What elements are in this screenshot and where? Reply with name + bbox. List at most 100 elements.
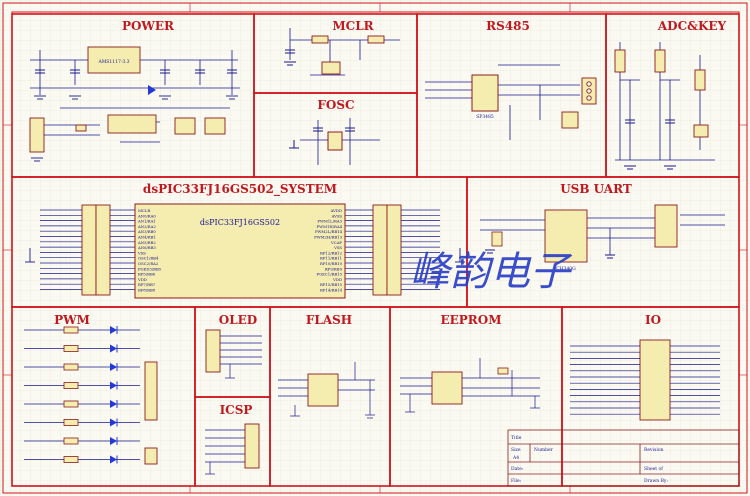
mcu-chip [134,203,346,299]
pwm-resistor [63,437,79,445]
pwm-resistor [63,456,79,463]
led-icon [110,326,117,334]
oled-connector [205,329,221,373]
io-title: IO [645,313,661,327]
mcu-pin-label: RP8/RB8 [138,288,156,293]
drawn-label: Drawn By: [644,478,668,484]
pwm-resistor [63,345,79,352]
sheet-label: Sheet of [644,466,663,472]
mcu-pin-label: AN3/RB0 [137,229,156,234]
mcu-pin-label: PWM1H/RA4 [317,224,343,229]
power-gnd-symbols [31,95,238,162]
mcu-pin-label: AN5/RB2 [137,240,156,245]
pwm-resistor [63,326,79,334]
size-value: A4 [512,455,519,461]
mcu-chip-label: dsPIC33FJ16GS502 [200,218,280,227]
system-right-connector [372,204,402,296]
rs485-terminal [561,77,597,129]
mcu-pin-label: RP15/RB15 [320,282,343,287]
mcu-pin-label: RP7/RB7 [138,282,156,287]
power-switch [107,114,157,134]
led-icon [110,363,117,371]
pwm-resistor [63,419,79,426]
mcu-pin-label: AVSS [331,213,343,218]
power-led-icon [148,85,156,95]
usb-uart-title: USB UART [560,182,632,196]
system-left-connector [81,204,111,296]
oled-title: OLED [219,313,257,327]
mcu-pin-label: VDD [332,277,342,282]
system-wires [40,209,440,290]
mcu-pin-label: RP9/RB9 [325,266,343,271]
rs485-circuit [425,64,580,140]
power-title: POWER [122,19,175,33]
led-icon [110,455,117,464]
date-label: Date: [511,466,524,472]
mcu-pin-label: RP11/RB11 [320,256,342,261]
watermark-text: 峰韵电子 [410,249,573,295]
power-capacitors [35,69,237,74]
mcu-pin-label: VSS [333,245,342,250]
regulator-label: AMS1117-3.3 [97,59,129,65]
mcu-pin-label: MCLR [138,208,150,213]
mcu-pin-label: AN0/RA0 [137,213,156,218]
mclr-title: MCLR [332,19,374,33]
title-label: Title [511,435,522,441]
led-icon [110,344,117,353]
rs485-chip [471,74,499,112]
regulator-chip [87,46,141,74]
mcu-pin-label: VSS [137,250,146,255]
mcu-pin-label: OSC2/RA2 [138,261,159,266]
pwm-title: PWM [54,313,90,327]
mcu-pin-label: VCAP [330,240,342,245]
title-block [507,429,740,487]
adc-key-parts [614,49,709,138]
usb-chip [544,209,588,263]
icsp-connector [244,423,260,469]
flash-chip [307,373,339,407]
mcu-pin-label: PGED3/RB5 [138,266,162,271]
number-label: Number [534,447,554,453]
rs485-chip-label: SP3485 [476,114,494,120]
power-connector [29,117,45,153]
pwm-resistor [63,382,79,389]
io-connector [639,339,671,421]
system-title: dsPIC33FJ16GS502_SYSTEM [143,182,337,197]
mcu-pin-label: PWM2H/RB13 [314,235,342,240]
led-icon [110,400,117,408]
file-label: File: [511,478,522,484]
mcu-pin-label: AN2/RA2 [137,224,156,229]
mcu-pin-label: RP14/RB14 [320,288,343,293]
usb-connector [654,204,678,248]
power-parts [29,46,226,153]
mcu-pin-label: PWM2L/RB14 [315,229,343,234]
pwm-resistor [63,400,79,408]
zone-ticks [3,3,747,493]
mcu-pin-label: AN1/RA1 [137,219,156,224]
pwm-header-2 [144,447,158,465]
led-icon [110,437,117,445]
size-label: Size [511,447,521,453]
adc-key-title: ADC&KEY [657,19,727,33]
icsp-title: ICSP [220,403,253,417]
mcu-pin-label: OSC1/RB4 [138,256,159,261]
rs485-title: RS485 [486,19,530,33]
reset-button [321,61,341,75]
fosc-title: FOSC [317,98,354,112]
crystal-icon [327,131,343,151]
flash-title: FLASH [306,313,352,327]
mcu-pin-label: AN4/RB1 [137,235,156,240]
mcu-pin-label: RP5/RB6 [138,272,156,277]
revision-label: Revision [644,447,663,453]
mcu-left-pin-labels: MCLRAN0/RA0AN1/RA1AN2/RA2AN3/RB0AN4/RB1A… [137,208,162,293]
mcu-pin-label: AVDD [330,208,342,213]
mcu-pin-label: RP12/RB12 [320,250,343,255]
led-icon [110,418,117,427]
eeprom-title: EEPROM [440,313,501,327]
usb-uart-circuit [480,214,725,255]
mcu-pin-label: PGEC1/RB15 [317,272,343,277]
mcu-right-pin-labels: AVDDAVSSPWM1L/RA3PWM1H/RA4PWM2L/RB14PWM2… [314,208,342,293]
pwm-led-rows [24,326,140,464]
mclr-parts [311,35,385,75]
